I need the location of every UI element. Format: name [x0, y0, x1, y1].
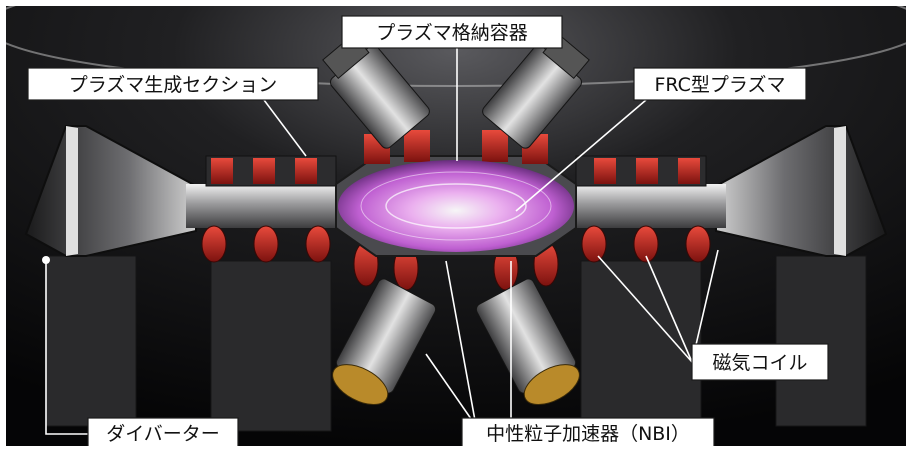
formation-coils-left	[205, 155, 337, 187]
leader-lines	[42, 48, 719, 435]
label-confinement-vessel-text: プラズマ格納容器	[376, 22, 528, 44]
divertor-left	[24, 125, 197, 257]
label-divertor-text: ダイバーター	[106, 423, 220, 445]
fusion-device-diagram: プラズマ格納容器 プラズマ生成セクション FRC型プラズマ 磁気コイル ダイバー…	[6, 6, 906, 446]
frc-plasma	[338, 160, 574, 252]
label-formation-section: プラズマ生成セクション	[27, 67, 319, 101]
nbi-lower-left	[332, 278, 437, 406]
label-nbi: 中性粒子加速器（NBI）	[461, 417, 715, 446]
label-magnetic-coils-text: 磁気コイル	[712, 352, 807, 374]
label-magnetic-coils: 磁気コイル	[691, 343, 829, 381]
label-nbi-text: 中性粒子加速器（NBI）	[486, 423, 690, 445]
background-arc	[6, 6, 906, 87]
label-frc-plasma: FRC型プラズマ	[633, 67, 807, 101]
support-stands	[45, 255, 867, 432]
diagram-canvas: プラズマ格納容器 プラズマ生成セクション FRC型プラズマ 磁気コイル ダイバー…	[6, 6, 906, 446]
label-frc-plasma-text: FRC型プラズマ	[654, 74, 785, 96]
formation-coils-right	[575, 155, 707, 187]
label-formation-section-text: プラズマ生成セクション	[69, 74, 278, 96]
label-divertor: ダイバーター	[87, 417, 239, 446]
nbi-lower-right	[475, 278, 580, 406]
label-confinement-vessel: プラズマ格納容器	[341, 15, 563, 49]
